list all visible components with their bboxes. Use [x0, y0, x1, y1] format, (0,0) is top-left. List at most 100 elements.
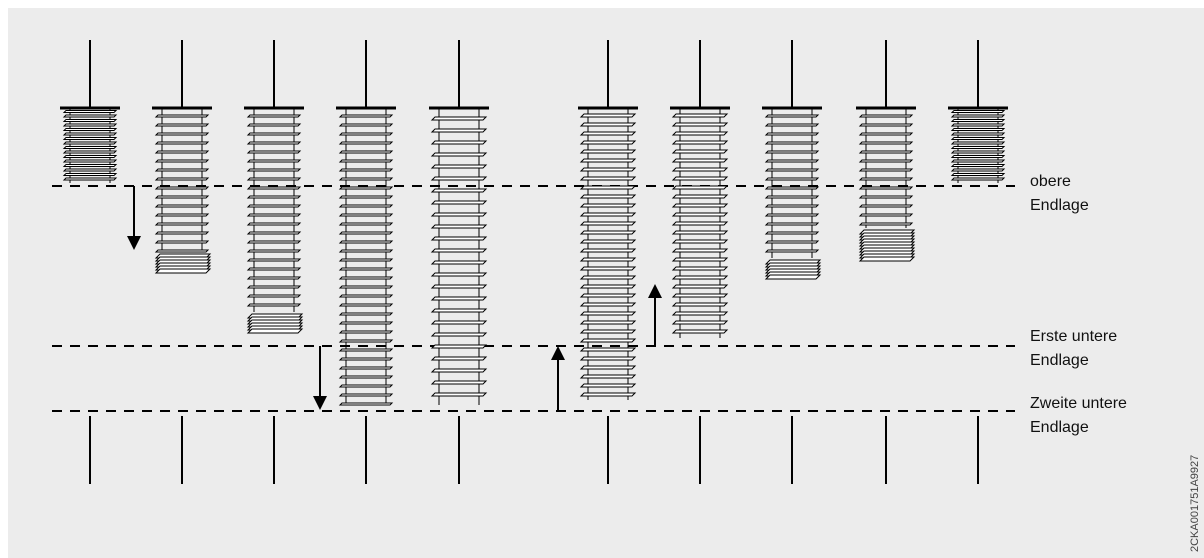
- blind-slat: [154, 204, 210, 208]
- blind-slat: [154, 141, 210, 145]
- blind-slat: [579, 356, 637, 361]
- label-second-lower-end-line1: Zweite untere: [1030, 395, 1127, 412]
- blind-slat: [430, 380, 488, 385]
- blind-slat: [338, 339, 394, 343]
- blind-slat: [671, 113, 729, 118]
- blind-slat: [579, 311, 637, 316]
- blind-slat: [950, 155, 1006, 158]
- blind-slat: [579, 167, 637, 172]
- blind-slat: [154, 195, 210, 199]
- label-second-lower-end-line2: Endlage: [1030, 419, 1089, 436]
- blind-slat: [246, 285, 302, 289]
- blind-slat: [154, 222, 210, 226]
- arrow-up-1: [551, 346, 565, 411]
- blind-slat: [671, 167, 729, 172]
- blind-slat: [430, 152, 488, 157]
- blind-slat: [154, 249, 210, 253]
- blind-slat: [579, 176, 637, 181]
- blind-slat: [338, 267, 394, 271]
- blind-slat: [671, 293, 729, 298]
- blind-slat: [62, 132, 118, 136]
- blind-slat: [154, 150, 210, 154]
- blind-slat: [950, 119, 1006, 122]
- blind-slat: [671, 239, 729, 244]
- blind-slat: [246, 267, 302, 271]
- blind-slat: [430, 344, 488, 349]
- blind-slat: [764, 177, 820, 181]
- blind-slat: [671, 302, 729, 307]
- blind-slat: [338, 222, 394, 226]
- blind-slat: [671, 257, 729, 262]
- blind-slat: [764, 249, 820, 253]
- blind-slat: [671, 329, 729, 334]
- blind-slat: [246, 150, 302, 154]
- blind-slat: [764, 150, 820, 154]
- blind-slat: [764, 132, 820, 136]
- blind-slat: [154, 159, 210, 163]
- blind-slat: [858, 114, 914, 118]
- blind-slat: [858, 186, 914, 190]
- blind-slat: [579, 203, 637, 208]
- blind-slat: [338, 366, 394, 370]
- blind-slat: [671, 221, 729, 226]
- blind-slat: [950, 146, 1006, 149]
- blind-slat: [430, 356, 488, 361]
- blind-slat: [950, 128, 1006, 131]
- blind-slat: [338, 402, 394, 406]
- blind-slat: [62, 123, 118, 127]
- blind-slat: [764, 222, 820, 226]
- blind-slat: [430, 116, 488, 121]
- blind-slat: [671, 230, 729, 235]
- blind-bottom-bundle: [246, 328, 304, 334]
- blind-slat: [950, 159, 1006, 163]
- blind-slat: [671, 149, 729, 154]
- blind-slat: [858, 150, 914, 154]
- blind-slat: [858, 123, 914, 127]
- blind-slat: [62, 159, 118, 163]
- blind-slat: [338, 141, 394, 145]
- blind-slat: [858, 195, 914, 199]
- blind-slat: [671, 176, 729, 181]
- label-upper-end-line1: obere: [1030, 173, 1071, 190]
- blind-slat: [950, 177, 1006, 181]
- blind-slat: [764, 168, 820, 172]
- blind-slat: [950, 164, 1006, 167]
- blind-slat: [338, 150, 394, 154]
- blind-slat: [154, 186, 210, 190]
- blind-slat: [338, 321, 394, 325]
- blind-slat: [338, 375, 394, 379]
- blind-slat: [579, 329, 637, 334]
- blind-slat: [62, 146, 118, 149]
- blind-slat: [579, 383, 637, 388]
- blind-slat: [671, 122, 729, 127]
- blind-slat: [154, 231, 210, 235]
- blind-slat: [579, 374, 637, 379]
- blind-slat: [338, 240, 394, 244]
- blind-slat: [579, 320, 637, 325]
- blind-slat: [246, 204, 302, 208]
- blind-slat: [671, 131, 729, 136]
- blind-slat: [579, 212, 637, 217]
- blind-slat: [246, 186, 302, 190]
- blind-slat: [671, 266, 729, 271]
- blind-stack-3: [244, 40, 304, 484]
- blind-slat: [430, 224, 488, 229]
- blind-slat: [338, 114, 394, 118]
- blind-slat: [62, 119, 118, 122]
- blind-slat: [246, 222, 302, 226]
- blind-slat: [950, 168, 1006, 172]
- blind-slat: [62, 137, 118, 140]
- blind-slat: [950, 110, 1006, 113]
- blind-slat: [430, 308, 488, 313]
- arrow-down-1: [127, 186, 141, 250]
- blind-slat: [154, 213, 210, 217]
- blind-slat: [338, 348, 394, 352]
- label-first-lower-end-line2: Endlage: [1030, 352, 1089, 369]
- blind-slat: [858, 204, 914, 208]
- blind-slat: [579, 293, 637, 298]
- blind-slat: [338, 393, 394, 397]
- blind-slat: [246, 231, 302, 235]
- blind-slat: [671, 140, 729, 145]
- blind-slat: [430, 332, 488, 337]
